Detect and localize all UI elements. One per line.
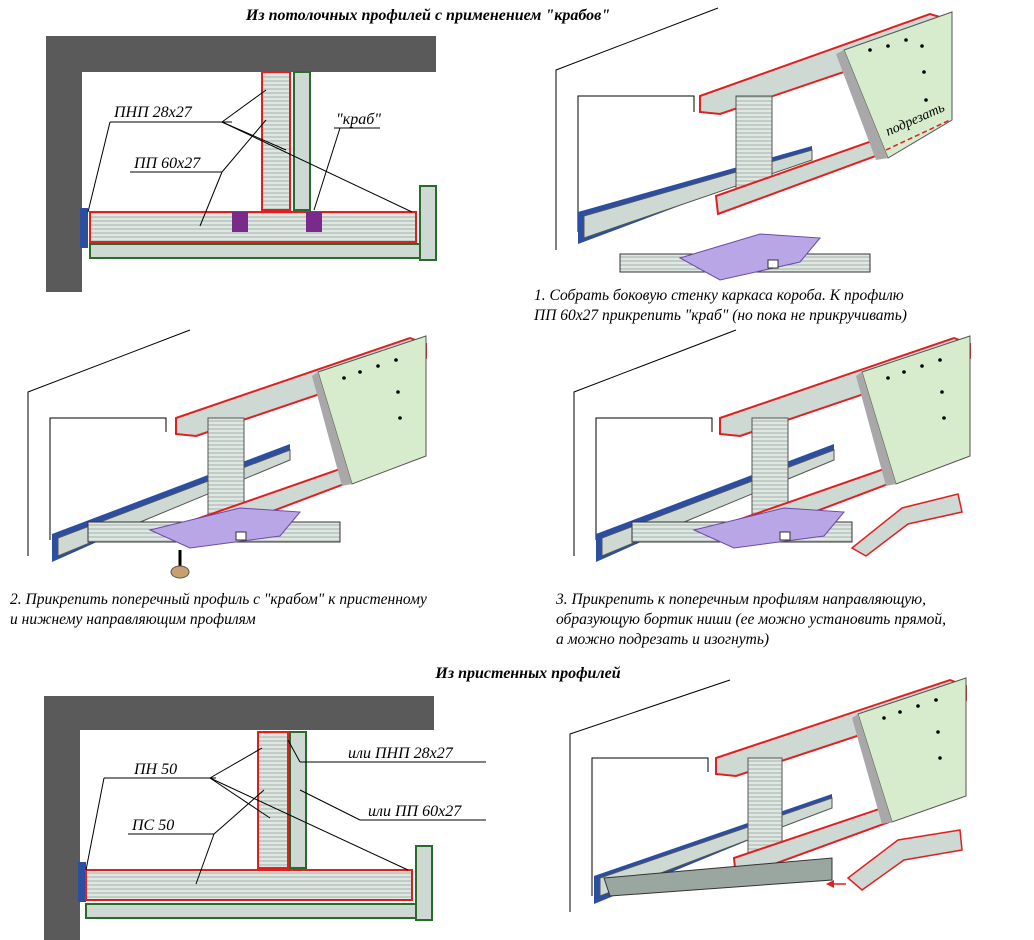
step-3-caption-line1: 3. Прикрепить к поперечным профилям напр…	[555, 591, 926, 608]
wall-left	[44, 696, 80, 940]
label-pnp: ПНП 28x27	[113, 104, 193, 121]
step-3-caption-line2: образующую бортик ниши (ее можно установ…	[556, 611, 946, 628]
horizontal-ps-profile	[85, 869, 413, 901]
bottom-board	[89, 243, 421, 259]
step-1-perspective: подрезать	[555, 7, 953, 281]
wall-left	[46, 36, 82, 292]
label-pp: ПП 60x27	[133, 155, 201, 172]
section-view-wall-profiles: ПН 50 ПС 50 или ПНП 28x27 или ПП 60x27	[44, 696, 486, 940]
niche-edge-guide	[846, 829, 963, 891]
label-ili-pp: или ПП 60x27	[368, 803, 462, 820]
label-pn50: ПН 50	[133, 761, 177, 778]
step-3-caption-line3: а можно подрезать и изогнуть)	[556, 631, 769, 648]
plasterboard	[317, 335, 427, 485]
krab-bracket-right	[306, 212, 322, 232]
side-board	[415, 845, 433, 921]
step-2-caption-line2: и нижнему направляющим профилям	[10, 611, 256, 628]
cut-line	[885, 119, 951, 151]
step-3-perspective	[573, 329, 971, 562]
vertical-pn-profile	[257, 731, 289, 869]
step-1-caption-line1: 1. Собрать боковую стенку каркаса короба…	[534, 287, 904, 304]
label-krab: "краб"	[336, 111, 381, 128]
vertical-stud	[207, 417, 245, 519]
ceiling	[44, 696, 434, 730]
bottom-board	[85, 903, 417, 919]
krab-bracket-left	[232, 212, 248, 232]
step-1-caption-line2: ПП 60x27 прикрепить "краб" (но пока не п…	[533, 307, 907, 324]
wall-guide-blue	[80, 208, 88, 248]
heading-bottom: Из пристенных профилей	[434, 665, 620, 682]
horizontal-pp-profile	[89, 211, 417, 243]
side-board	[419, 185, 437, 261]
vertical-stud	[747, 757, 783, 859]
wall-profiles-perspective	[569, 677, 967, 912]
step-2-perspective	[27, 329, 427, 579]
cross-profile	[603, 857, 833, 897]
vertical-board	[293, 71, 311, 211]
vertical-stud	[751, 417, 789, 519]
krab-connector	[678, 233, 822, 281]
label-ps50: ПС 50	[131, 817, 174, 834]
plasterboard	[861, 335, 971, 485]
plasterboard	[843, 11, 953, 159]
step-2-caption-line1: 2. Прикрепить поперечный профиль с "краб…	[10, 591, 427, 608]
krab-connector	[148, 507, 302, 549]
section-view-ceiling-profiles: ПНП 28x27 ПП 60x27 "краб"	[46, 36, 437, 292]
krab-connector	[692, 507, 846, 549]
ceiling	[46, 36, 436, 72]
label-ili-pnp: или ПНП 28x27	[348, 745, 454, 762]
screw-icon	[170, 565, 190, 579]
wall-guide-blue	[78, 862, 86, 902]
heading-top: Из потолочных профилей с применением "кр…	[245, 7, 610, 24]
plasterboard	[857, 677, 967, 823]
niche-edge-guide	[850, 493, 963, 557]
vertical-board	[289, 731, 307, 869]
